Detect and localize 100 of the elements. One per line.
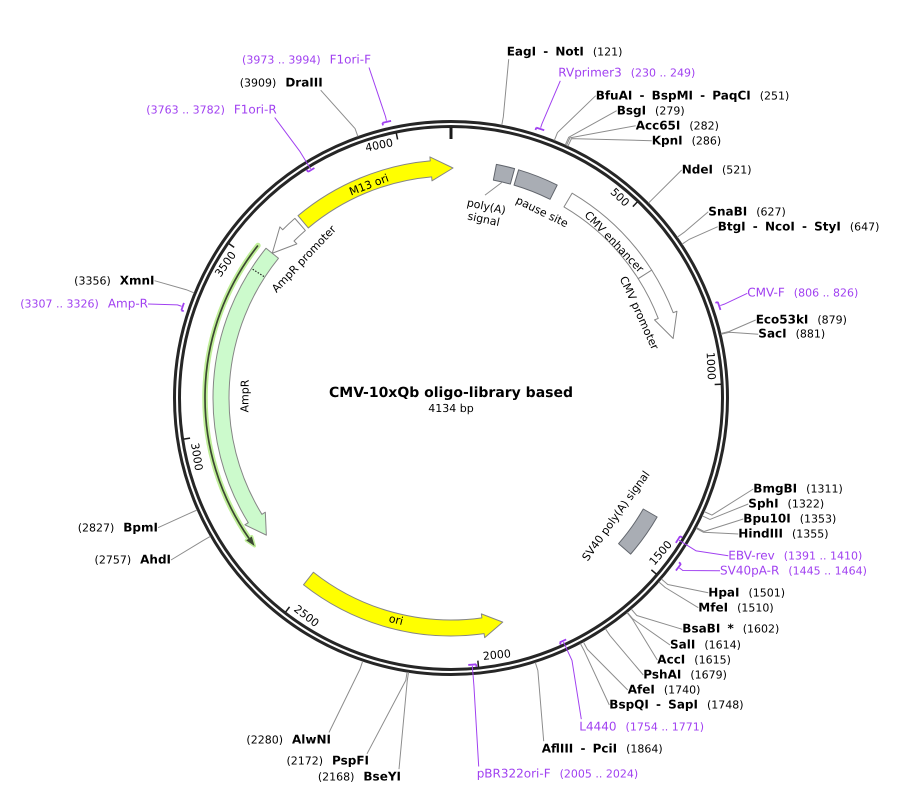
primer-name: Amp-R [108, 296, 148, 312]
feature-label: poly(A) signal [464, 195, 508, 231]
cut-site-position: (1615) [694, 652, 731, 668]
enzyme-name: DraIII [285, 75, 323, 90]
leader-line [676, 211, 709, 238]
leader-line [170, 536, 211, 560]
cut-site-position: (282) [689, 118, 719, 134]
feature-label: AmpR [238, 380, 252, 413]
tick-label: 1000 [704, 351, 718, 380]
cut-site-position: (2757) [94, 552, 132, 568]
enzyme-name: KpnI [652, 133, 683, 148]
primer-coordinates: (230 .. 249) [630, 66, 696, 81]
leader-line [678, 567, 720, 572]
enzyme-name: BmgBI [753, 482, 798, 496]
tick-label: 4000 [364, 138, 394, 155]
enzyme-name: BspQI - SapI [609, 698, 698, 712]
cut-site-position: (1864) [626, 741, 663, 756]
cut-site-position: (1353) [800, 512, 836, 526]
primer-name: RVprimer3 [558, 66, 622, 81]
primer-name: EBV-rev [728, 548, 775, 564]
cut-site-position: (3909) [240, 75, 276, 90]
cut-site-position: (2172) [286, 754, 324, 769]
cut-site-position: (1501) [748, 585, 786, 600]
enzyme-name: AfeI [628, 682, 655, 698]
primer-name: CMV-F [747, 286, 785, 301]
leader-line [704, 488, 754, 516]
cut-site-position: (1510) [737, 600, 774, 616]
leader-line [366, 672, 408, 754]
leader-line [472, 665, 480, 767]
cut-site-position: (521) [722, 162, 752, 178]
enzyme-name: BsgI [616, 103, 646, 118]
leader-line [563, 642, 582, 720]
cut-site-position: (3356) [74, 273, 111, 288]
primer-coordinates: (2005 .. 2024) [560, 766, 638, 782]
primer-name: L4440 [579, 719, 617, 734]
leader-line [702, 504, 749, 520]
leader-line [328, 660, 364, 733]
cut-site-position: (279) [655, 103, 685, 118]
primer-coordinates: (1391 .. 1410) [784, 548, 862, 564]
leader-line [630, 608, 683, 630]
enzyme-name: SacI [758, 326, 787, 342]
cut-site-position: (1311) [806, 482, 843, 496]
cut-site-position: (879) [817, 312, 847, 328]
enzyme-name: XmnI [120, 273, 154, 288]
feature-label: ori [388, 612, 405, 628]
enzyme-name: Bpu10I [743, 512, 791, 526]
leader-line [660, 578, 709, 594]
cut-site-position: (2168) [318, 769, 354, 784]
enzyme-name: EagI - NotI [506, 44, 584, 60]
primer-coordinates: (3307 .. 3326) [20, 296, 99, 312]
enzyme-name: PspFI [332, 754, 369, 769]
enzyme-name: SnaBI [708, 204, 748, 220]
enzyme-name: BtgI - NcoI - StyI [718, 219, 841, 234]
enzyme-name: HindIII [738, 526, 783, 542]
leader-line [148, 304, 182, 307]
leader-line [154, 280, 195, 294]
leader-line [484, 182, 502, 196]
enzyme-name: AflIII - PciI [542, 741, 618, 756]
primer-coordinates: (1754 .. 1771) [626, 719, 704, 734]
primer-name: F1ori-F [330, 52, 371, 68]
leader-line [696, 518, 744, 532]
primer-coordinates: (1445 .. 1464) [788, 563, 867, 578]
tick-label: 2000 [482, 648, 511, 664]
leader-line [274, 117, 312, 170]
leader-line [626, 612, 670, 646]
cut-site-position: (1602) [742, 622, 780, 637]
sequence-length: 4134 bp [428, 402, 474, 415]
leader-line [501, 58, 510, 126]
enzyme-name: NdeI [682, 162, 713, 178]
cut-site-position: (1679) [690, 668, 727, 682]
leader-line [626, 612, 658, 660]
cut-site-position: (647) [850, 219, 880, 234]
leader-line [540, 80, 561, 128]
cut-site-position: (2827) [78, 520, 114, 536]
leader-line [582, 641, 628, 690]
leader-line [368, 67, 387, 122]
primer-name: pBR322ori-F [476, 766, 551, 782]
leader-line [678, 540, 729, 556]
primer-name: SV40pA-R [720, 563, 780, 578]
enzyme-name: AhdI [140, 552, 171, 568]
leader-line [658, 581, 699, 608]
leader-line [158, 509, 198, 528]
enzyme-name: BfuAI - BspMI - PaqCI [596, 88, 751, 104]
primer-coordinates: (806 .. 826) [794, 286, 858, 301]
cut-site-position: (881) [796, 326, 826, 342]
cut-site-position: (121) [592, 44, 622, 60]
leader-line [554, 95, 596, 141]
leader-line [564, 110, 618, 146]
enzyme-name: AlwNI [292, 732, 331, 748]
enzyme-name: Eco53kI [756, 312, 808, 328]
cut-site-position: (251) [760, 88, 790, 104]
enzyme-name: HpaI [708, 585, 740, 600]
enzyme-name: SphI [748, 496, 779, 512]
leader-line [720, 292, 748, 306]
leader-line [648, 170, 682, 204]
leader-line [398, 672, 410, 770]
primer-coordinates: (3763 .. 3782) [146, 102, 225, 118]
enzyme-name: BsaBI * [682, 622, 734, 637]
primer-name: F1ori-R [234, 102, 277, 118]
leader-line [720, 332, 759, 335]
